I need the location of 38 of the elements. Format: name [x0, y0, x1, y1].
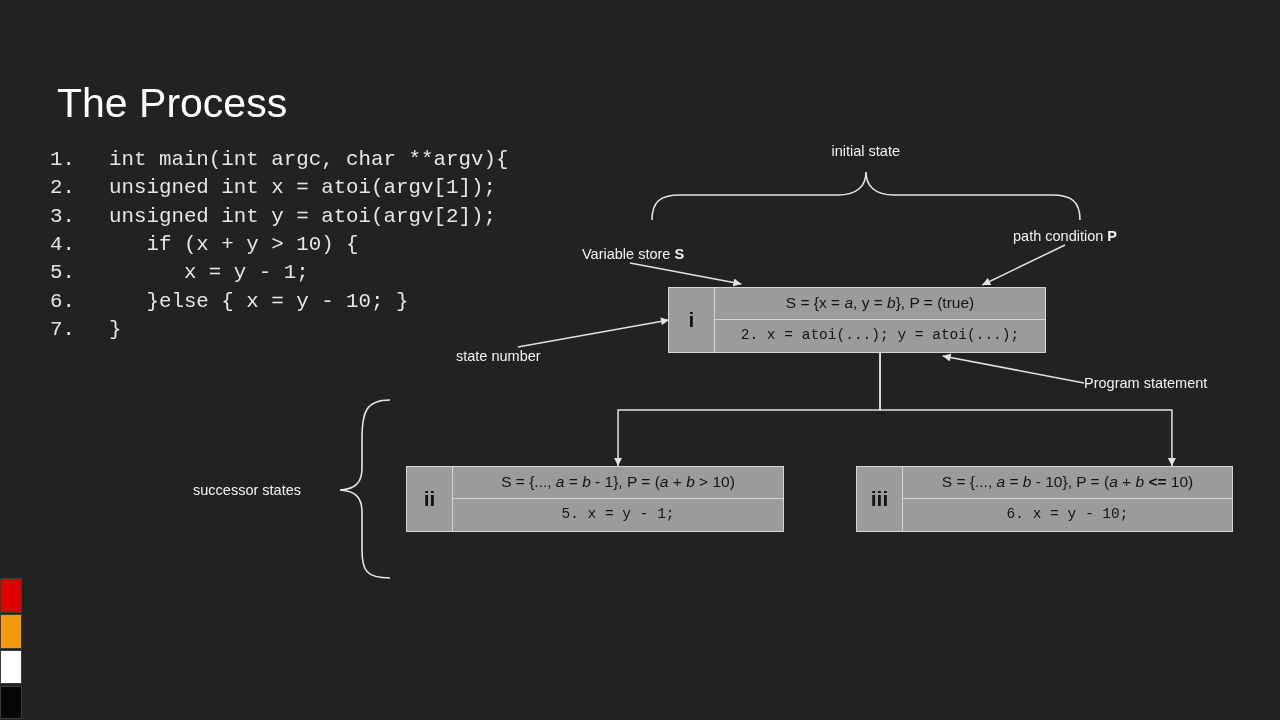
brace-label: initial state: [831, 142, 900, 160]
code-line: unsigned int x = atoi(argv[1]);: [109, 175, 496, 202]
code-line: }: [109, 316, 122, 343]
program-statement: 6. x = y - 10;: [903, 499, 1232, 531]
state-number: i: [669, 288, 715, 352]
leader-line: [629, 262, 743, 287]
code-line: }else { x = y - 10; }: [146, 288, 409, 315]
program-statement: 2. x = atoi(...); y = atoi(...);: [715, 320, 1045, 352]
callout-text: Variable store S: [582, 245, 685, 263]
code-line: unsigned int y = atoi(argv[2]);: [109, 203, 496, 230]
state-condition: S = {x = a, y = b}, P = (true): [715, 288, 1045, 320]
slide-title: The Process: [57, 79, 288, 127]
brace-label: successor states: [193, 481, 301, 499]
leader-line: [517, 317, 670, 348]
state-box: [668, 287, 1046, 353]
line-number: 2.: [50, 175, 75, 202]
state-box: [406, 466, 784, 532]
code-line: x = y - 1;: [183, 260, 309, 287]
callout-text: path condition P: [1013, 227, 1117, 245]
line-number: 6.: [50, 288, 75, 315]
line-number: 5.: [50, 260, 75, 287]
leader-line: [941, 353, 1085, 384]
line-number: 1.: [50, 147, 75, 173]
arrow: [879, 352, 1176, 467]
state-condition: S = {..., a = b - 1}, P = (a + b > 10): [453, 467, 783, 499]
code-line: int main(int argc, char **argv){: [109, 147, 509, 173]
callout-text: state number: [456, 347, 541, 365]
state-number: ii: [407, 467, 453, 531]
code-line: if (x + y > 10) {: [146, 231, 359, 258]
program-statement: 5. x = y - 1;: [453, 499, 783, 531]
line-number: 3.: [50, 203, 75, 230]
callout-text: Program statement: [1084, 374, 1208, 392]
state-condition: S = {..., a = b - 10}, P = (a + b <= 10): [903, 467, 1232, 499]
state-number: iii: [857, 467, 903, 531]
leader-line: [981, 244, 1066, 286]
line-number: 7.: [50, 316, 75, 343]
state-box: [856, 466, 1233, 532]
line-number: 4.: [50, 231, 75, 258]
